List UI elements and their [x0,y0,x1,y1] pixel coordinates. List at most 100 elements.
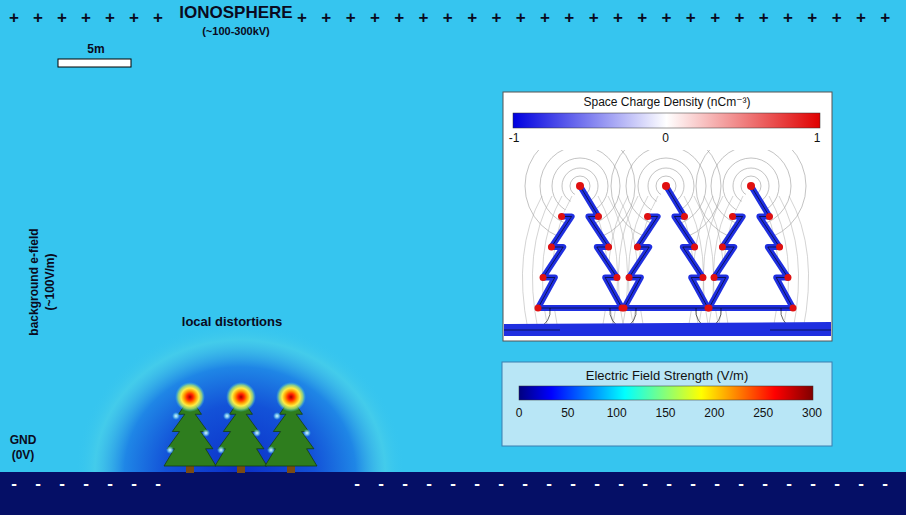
inset-colorbar-box: Space Charge Density (nCm⁻³)-101 [503,92,832,341]
plus-sign: + [321,9,331,28]
minus-sign: - [378,475,384,494]
minus-sign: - [11,475,17,494]
charge-layer [538,186,622,308]
ground-charge-layer [504,322,831,336]
charge-layer [709,186,793,308]
charge-tip [634,244,641,251]
minus-sign: - [83,475,89,494]
plus-sign: + [734,9,744,28]
axis-note: background e-field [28,228,41,335]
plus-sign: + [443,9,453,28]
branch-spot [253,429,261,437]
minus-sign: - [786,475,792,494]
field-hotspot [226,382,256,412]
tick-label: 200 [704,407,724,420]
charge-tip [784,274,791,281]
minus-sign: - [714,475,720,494]
charge-tip [626,274,633,281]
plus-sign: + [105,9,115,28]
field-hotspot [276,382,306,412]
tree-outline [538,186,622,308]
tick-label: 250 [753,407,773,420]
charge-tip [558,213,565,220]
plus-sign: + [832,9,842,28]
plus-sign: + [491,9,501,28]
tick-label: 300 [802,407,822,420]
ground-band [0,472,906,515]
minus-sign: - [354,475,360,494]
plus-sign: + [613,9,623,28]
charge-tip [681,213,688,220]
tree-outline [709,186,793,308]
plus-sign: + [346,9,356,28]
scale-bar [58,59,131,67]
branch-spot [172,412,180,420]
field-hotspot [175,382,205,412]
plus-sign: + [710,9,720,28]
voltage-note: (~100-300kV) [202,25,270,37]
ground-outline [504,330,831,331]
charge-tip [644,213,651,220]
plus-sign: + [129,9,139,28]
charge-tip [540,274,547,281]
minus-sign: - [762,475,768,494]
scale-label: 5m [87,43,104,56]
tick-label: 150 [655,407,675,420]
charge-tip [706,305,713,312]
contour-line [789,196,809,330]
charge-tip [747,182,755,190]
branch-spot [273,412,281,420]
minus-sign: - [498,475,504,494]
minus-sign: - [155,475,161,494]
minus-sign: - [594,475,600,494]
minus-sign: - [35,475,41,494]
minus-sign: - [426,475,432,494]
plus-sign: + [33,9,43,28]
charge-tip [711,274,718,281]
minus-sign: - [666,475,672,494]
tick-label: 100 [607,407,627,420]
legend-box: Electric Field Strength (V/m)05010015020… [502,362,832,446]
plus-sign: + [370,9,380,28]
plus-sign: + [807,9,817,28]
charge-tip [699,274,706,281]
charge-tip [790,305,797,312]
ground-label: (0V) [12,449,35,462]
branch-spot [223,412,231,420]
branch-spot [166,446,174,454]
field-colorbar [519,386,813,400]
charge-tip [729,213,736,220]
plus-sign: + [589,9,599,28]
minus-sign: - [450,475,456,494]
minus-sign: - [738,475,744,494]
charge-tip [535,305,542,312]
branch-spot [202,429,210,437]
plus-sign: + [394,9,404,28]
inset-illustration [504,150,831,336]
axis-note: (~100V/m) [44,253,57,310]
minus-sign: - [570,475,576,494]
charge-tip [605,244,612,251]
minus-sign: - [810,475,816,494]
minus-sign: - [882,475,888,494]
charge-tip [705,305,712,312]
charge-tip [548,244,555,251]
plus-sign: + [153,9,163,28]
charge-tip [691,244,698,251]
charge-colorbar [513,113,820,128]
minus-sign: - [107,475,113,494]
minus-sign: - [642,475,648,494]
colorbar-title: Space Charge Density (nCm⁻³) [583,96,750,109]
charge-tip [719,244,726,251]
tick-label: 1 [814,132,821,145]
inset-panel [503,92,832,341]
plus-sign: + [686,9,696,28]
minus-sign: - [474,475,480,494]
minus-sign: - [690,475,696,494]
plus-sign: + [880,9,890,28]
charge-tip [595,213,602,220]
colorbar-title: Electric Field Strength (V/m) [586,369,749,383]
tree-outline [624,186,708,308]
